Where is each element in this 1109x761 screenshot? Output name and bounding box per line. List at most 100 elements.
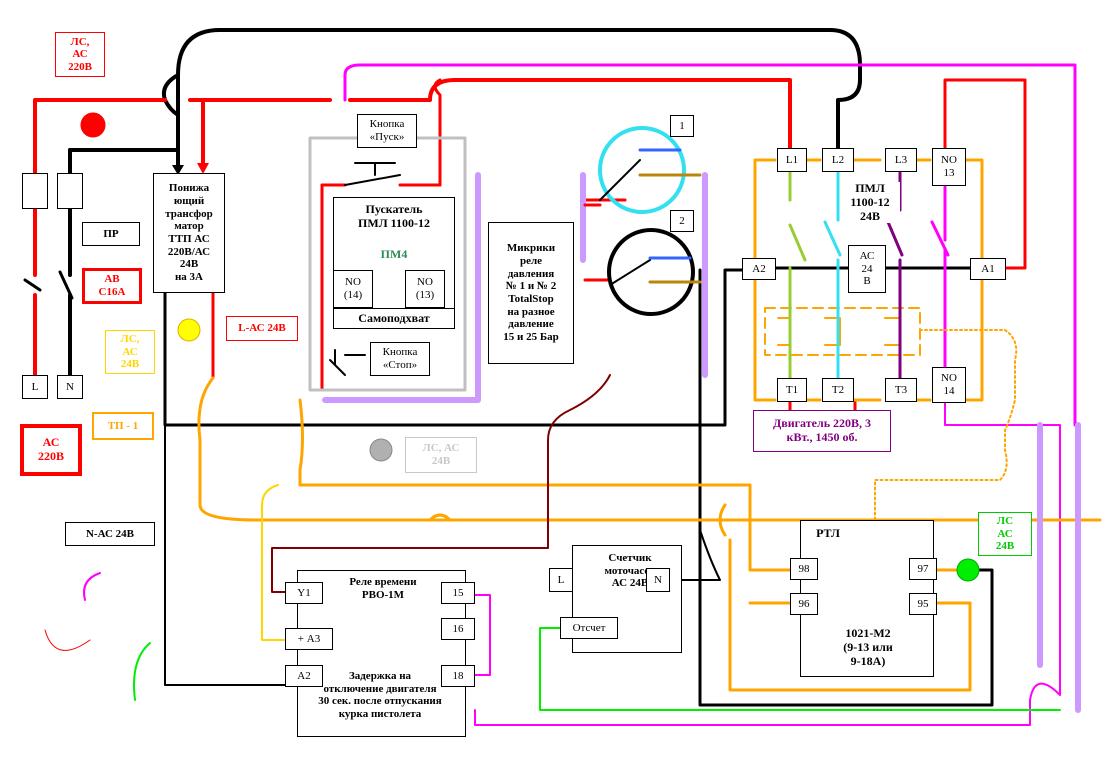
rtl-98: 98 xyxy=(790,558,818,580)
rtl-96: 96 xyxy=(790,593,818,615)
starter-pm4: ПМ4 xyxy=(380,247,408,261)
starter-no13: NO (13) xyxy=(405,270,445,308)
counter-reset: Отсчет xyxy=(560,617,618,639)
label-av: АВ С16А xyxy=(82,268,142,304)
relay-a2: А2 xyxy=(285,665,323,687)
wire-red-l-main xyxy=(33,78,792,182)
label-ls-ac-24-gray: ЛС, АС 24В xyxy=(405,437,477,473)
pml-line-l1 xyxy=(788,171,807,380)
counter-title: Счетчик моточасов АС 24В xyxy=(604,552,656,590)
label-ac-220-source: АС 220В xyxy=(20,424,82,476)
contact-start xyxy=(344,162,401,186)
wire-orange-hop1 xyxy=(718,503,727,537)
wire-yellow-a3 xyxy=(261,484,286,641)
relay-15: 15 xyxy=(441,582,475,604)
wire-green-reset xyxy=(539,627,1061,711)
rtl-model: 1021-М2 (9-13 или 9-18А) xyxy=(843,626,893,668)
pml-a2: А2 xyxy=(742,258,776,280)
contact-stop xyxy=(329,349,366,376)
microswitch-note: Микрики реле давления № 1 и № 2 TotalSto… xyxy=(488,222,574,364)
wire-orange-pml-frame xyxy=(753,158,984,402)
label-ls-ac-220: ЛС, АС 220В xyxy=(55,32,105,77)
pml-l1: L1 xyxy=(777,148,807,172)
arrow-red xyxy=(197,163,209,174)
symbol-magenta-arc xyxy=(83,572,101,601)
pml-title: ПМЛ 1100-12 24В xyxy=(840,181,900,224)
wire-lavender-right xyxy=(1037,422,1081,713)
arrow-black xyxy=(172,165,184,175)
wire-lavender-micro xyxy=(322,172,481,403)
wire-magenta-relay xyxy=(474,594,491,676)
wire-magenta-no14 xyxy=(474,399,1061,726)
lamp-yellow-24 xyxy=(177,318,201,342)
lamp-red-220 xyxy=(80,112,106,138)
pml-line-l3 xyxy=(886,171,904,380)
wire-black-transformer-in xyxy=(118,148,180,172)
terminal-n: N xyxy=(57,375,83,399)
pml-no14: NO 14 xyxy=(932,367,966,403)
switch-2-label: 2 xyxy=(670,210,694,232)
wire-red-a1 xyxy=(943,78,1027,270)
relay-y1: Y1 xyxy=(285,582,323,604)
pressure-switch-2-contact xyxy=(609,259,651,286)
pressure-switch-1-circle xyxy=(598,126,686,214)
wire-black-hop xyxy=(161,73,180,157)
pml-line-no13 xyxy=(930,220,950,257)
wire-orange-dotted xyxy=(874,329,1018,616)
wire-lavender-micro2 xyxy=(580,172,708,378)
pml-coil: АС 24 В xyxy=(848,245,886,293)
rtl-97: 97 xyxy=(909,558,937,580)
wire-orange-trans xyxy=(197,376,1102,522)
pml-l3: L3 xyxy=(885,148,917,172)
wire-black-counter-n xyxy=(679,529,721,581)
fuse-l xyxy=(22,173,48,209)
starter-title: Пускатель ПМЛ 1100-12 xyxy=(358,202,430,230)
starter-selfhold: Самоподхват xyxy=(333,308,455,329)
wire-brown-y1 xyxy=(271,374,611,593)
relay-delay-note: Задержка на отключение двигателя 30 сек.… xyxy=(318,670,442,720)
lamp-gray-24 xyxy=(369,438,393,462)
wire-black-n-ac24 xyxy=(163,268,747,427)
pressure-switch-2-circle xyxy=(607,228,695,316)
rtl-title: РТЛ xyxy=(816,526,840,540)
button-start: Кнопка «Пуск» xyxy=(357,114,417,148)
wire-red-micro xyxy=(583,198,627,282)
label-ls-ac-24-left: ЛС, АС 24В xyxy=(105,330,155,374)
pml-l2: L2 xyxy=(822,148,854,172)
pml-t3: Т3 xyxy=(885,378,917,402)
pml-no13: NO 13 xyxy=(932,148,966,186)
label-pr: ПР xyxy=(82,222,140,246)
button-stop: Кнопка «Стоп» xyxy=(370,342,430,376)
symbol-green-arc xyxy=(133,642,151,701)
label-l-ac-24: L-АС 24В xyxy=(226,316,298,341)
wire-black-right xyxy=(698,268,994,707)
transformer: Понижа ющий трансфор матор ТТП АС 220В/А… xyxy=(153,173,225,293)
counter-n: N xyxy=(646,568,670,592)
counter-l: L xyxy=(549,568,573,592)
starter-no14: NO (14) xyxy=(333,270,373,308)
wire-orange-95 xyxy=(728,538,972,692)
switch-line-n xyxy=(58,270,74,300)
pml-line-l2 xyxy=(823,171,842,380)
switch-line-l xyxy=(23,278,42,292)
fuse-n xyxy=(57,173,83,209)
lamp-green-24 xyxy=(956,558,980,582)
relay-title: Реле времени РВО-1М xyxy=(349,576,417,601)
motor-label: Двигатель 220В, 3 кВт., 1450 об. xyxy=(753,410,891,452)
pml-t1: Т1 xyxy=(777,378,807,402)
label-ls-ac-24-green: ЛС АС 24В xyxy=(978,512,1032,556)
label-n-ac-24: N-АС 24В xyxy=(65,522,155,546)
wire-black-n-left xyxy=(164,424,286,686)
wire-orange-hop2 xyxy=(428,513,452,522)
relay-a3: + А3 xyxy=(285,628,333,650)
pml-a1: А1 xyxy=(970,258,1006,280)
label-tp1: ТП - 1 xyxy=(92,412,154,440)
symbol-red-arc xyxy=(44,629,91,651)
pml-t2: Т2 xyxy=(822,378,854,402)
relay-body xyxy=(297,570,466,737)
switch-1-label: 1 xyxy=(670,115,694,137)
rtl-95: 95 xyxy=(909,593,937,615)
wire-magenta-top xyxy=(343,63,1077,427)
wire-orange-thermal xyxy=(764,307,921,356)
relay-18: 18 xyxy=(441,665,475,687)
